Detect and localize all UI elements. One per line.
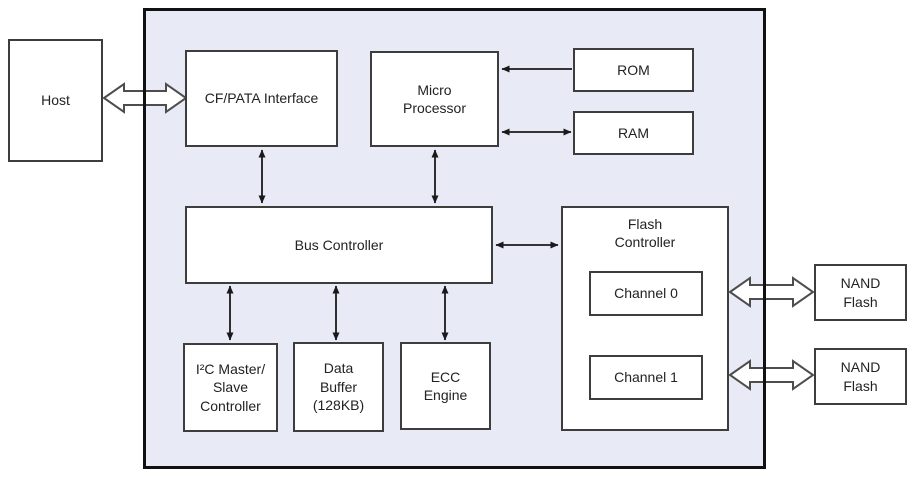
- channel-0-label: Channel 0: [614, 285, 678, 302]
- ram-label: RAM: [617, 124, 650, 141]
- hollow-arrow-channel0-nand: [728, 276, 815, 308]
- channel-1-box: Channel 1: [589, 355, 703, 400]
- data-buffer-label: Data Buffer (128KB): [312, 360, 365, 414]
- host-box: Host: [8, 39, 103, 162]
- nand-flash-bottom-label: NAND Flash: [840, 359, 881, 394]
- channel-1-label: Channel 1: [614, 369, 678, 386]
- channel-0-box: Channel 0: [589, 271, 703, 316]
- micro-processor-label: Micro Processor: [402, 81, 467, 116]
- i2c-master-slave-controller-label: I²C Master/ Slave Controller: [195, 360, 266, 414]
- i2c-master-slave-controller-box: I²C Master/ Slave Controller: [183, 343, 278, 432]
- nand-flash-bottom-box: NAND Flash: [814, 348, 907, 405]
- ecc-engine-label: ECC Engine: [423, 368, 468, 403]
- hollow-arrow-host-cfpata: [102, 82, 188, 114]
- data-buffer-box: Data Buffer (128KB): [293, 342, 384, 432]
- rom-box: ROM: [573, 48, 694, 92]
- bus-controller-box: Bus Controller: [185, 206, 493, 284]
- cf-pata-interface-label: CF/PATA Interface: [204, 90, 319, 107]
- ram-box: RAM: [573, 111, 694, 155]
- nand-flash-top-label: NAND Flash: [840, 275, 881, 310]
- nand-flash-top-box: NAND Flash: [814, 264, 907, 321]
- rom-label: ROM: [617, 61, 650, 78]
- ecc-engine-box: ECC Engine: [400, 342, 491, 430]
- hollow-arrow-channel1-nand: [728, 359, 815, 391]
- host-label: Host: [41, 92, 70, 109]
- flash-controller-label: Flash Controller: [614, 216, 676, 251]
- cf-pata-interface-box: CF/PATA Interface: [185, 50, 338, 147]
- micro-processor-box: Micro Processor: [370, 51, 499, 147]
- bus-controller-label: Bus Controller: [294, 236, 384, 253]
